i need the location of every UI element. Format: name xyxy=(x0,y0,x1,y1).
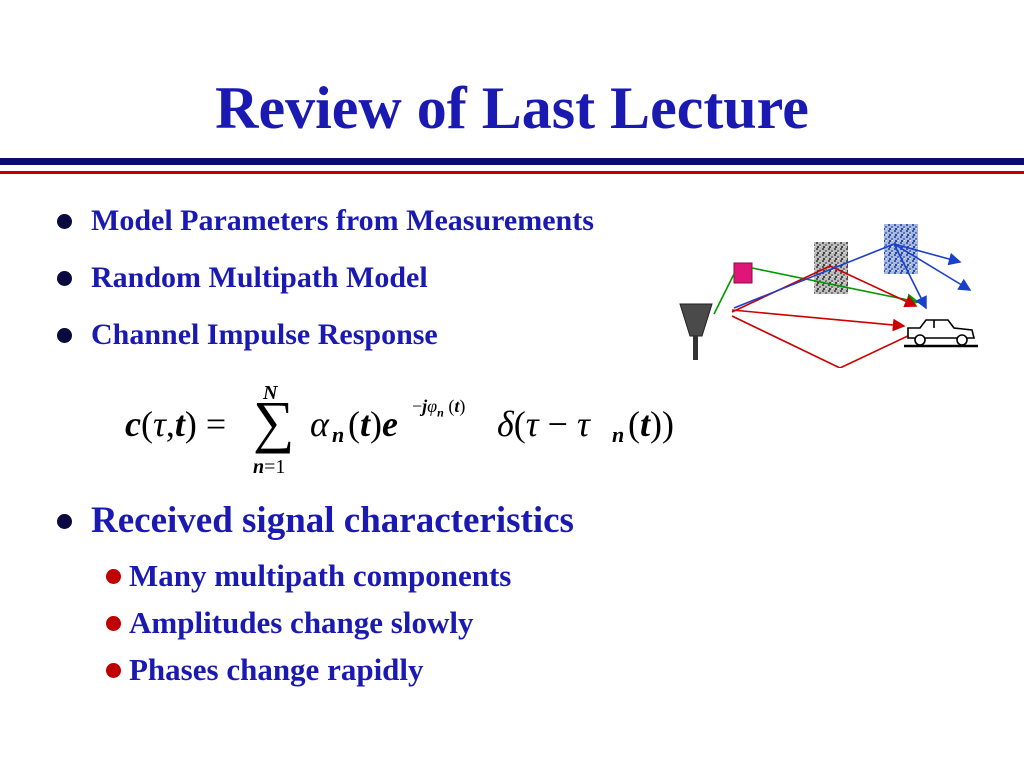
transmitter-square xyxy=(733,262,753,284)
impulse-response-equation: c(τ,t) = N ∑ n=1 α n (t)e −jφn (t) δ(τ −… xyxy=(125,382,674,478)
sub-bullet-text: Phases change rapidly xyxy=(129,652,424,687)
section-heading: Received signal characteristics xyxy=(57,499,574,543)
sub-bullet-text: Many multipath components xyxy=(129,558,512,593)
sub-bullet-text: Amplitudes change slowly xyxy=(129,605,474,640)
bullet-text: Model Parameters from Measurements xyxy=(91,204,594,237)
antenna-icon xyxy=(679,303,713,360)
section-heading-text: Received signal characteristics xyxy=(91,500,574,541)
sub-bullet-dot xyxy=(106,662,121,678)
bullet-dot xyxy=(57,513,72,529)
slide-title: Review of Last Lecture xyxy=(215,75,809,141)
sub-bullet-item: Amplitudes change slowly xyxy=(106,604,473,642)
sub-bullet-dot xyxy=(106,615,121,631)
multipath-diagram xyxy=(679,224,978,368)
bullet-item: Model Parameters from Measurements xyxy=(57,203,594,239)
bullet-dot xyxy=(57,327,72,343)
title-divider-navy xyxy=(0,158,1024,165)
bullet-item: Random Multipath Model xyxy=(57,260,428,296)
title-divider-red xyxy=(0,171,1024,174)
car-icon xyxy=(904,319,978,348)
building-icon xyxy=(814,242,848,294)
bullet-dot xyxy=(57,270,72,286)
sub-bullet-item: Phases change rapidly xyxy=(106,651,424,689)
sub-bullet-dot xyxy=(106,568,121,584)
bullet-text: Random Multipath Model xyxy=(91,261,428,294)
bullet-text: Channel Impulse Response xyxy=(91,318,438,351)
bullet-item: Channel Impulse Response xyxy=(57,317,438,353)
sub-bullet-item: Many multipath components xyxy=(106,557,511,595)
bullet-dot xyxy=(57,213,72,229)
